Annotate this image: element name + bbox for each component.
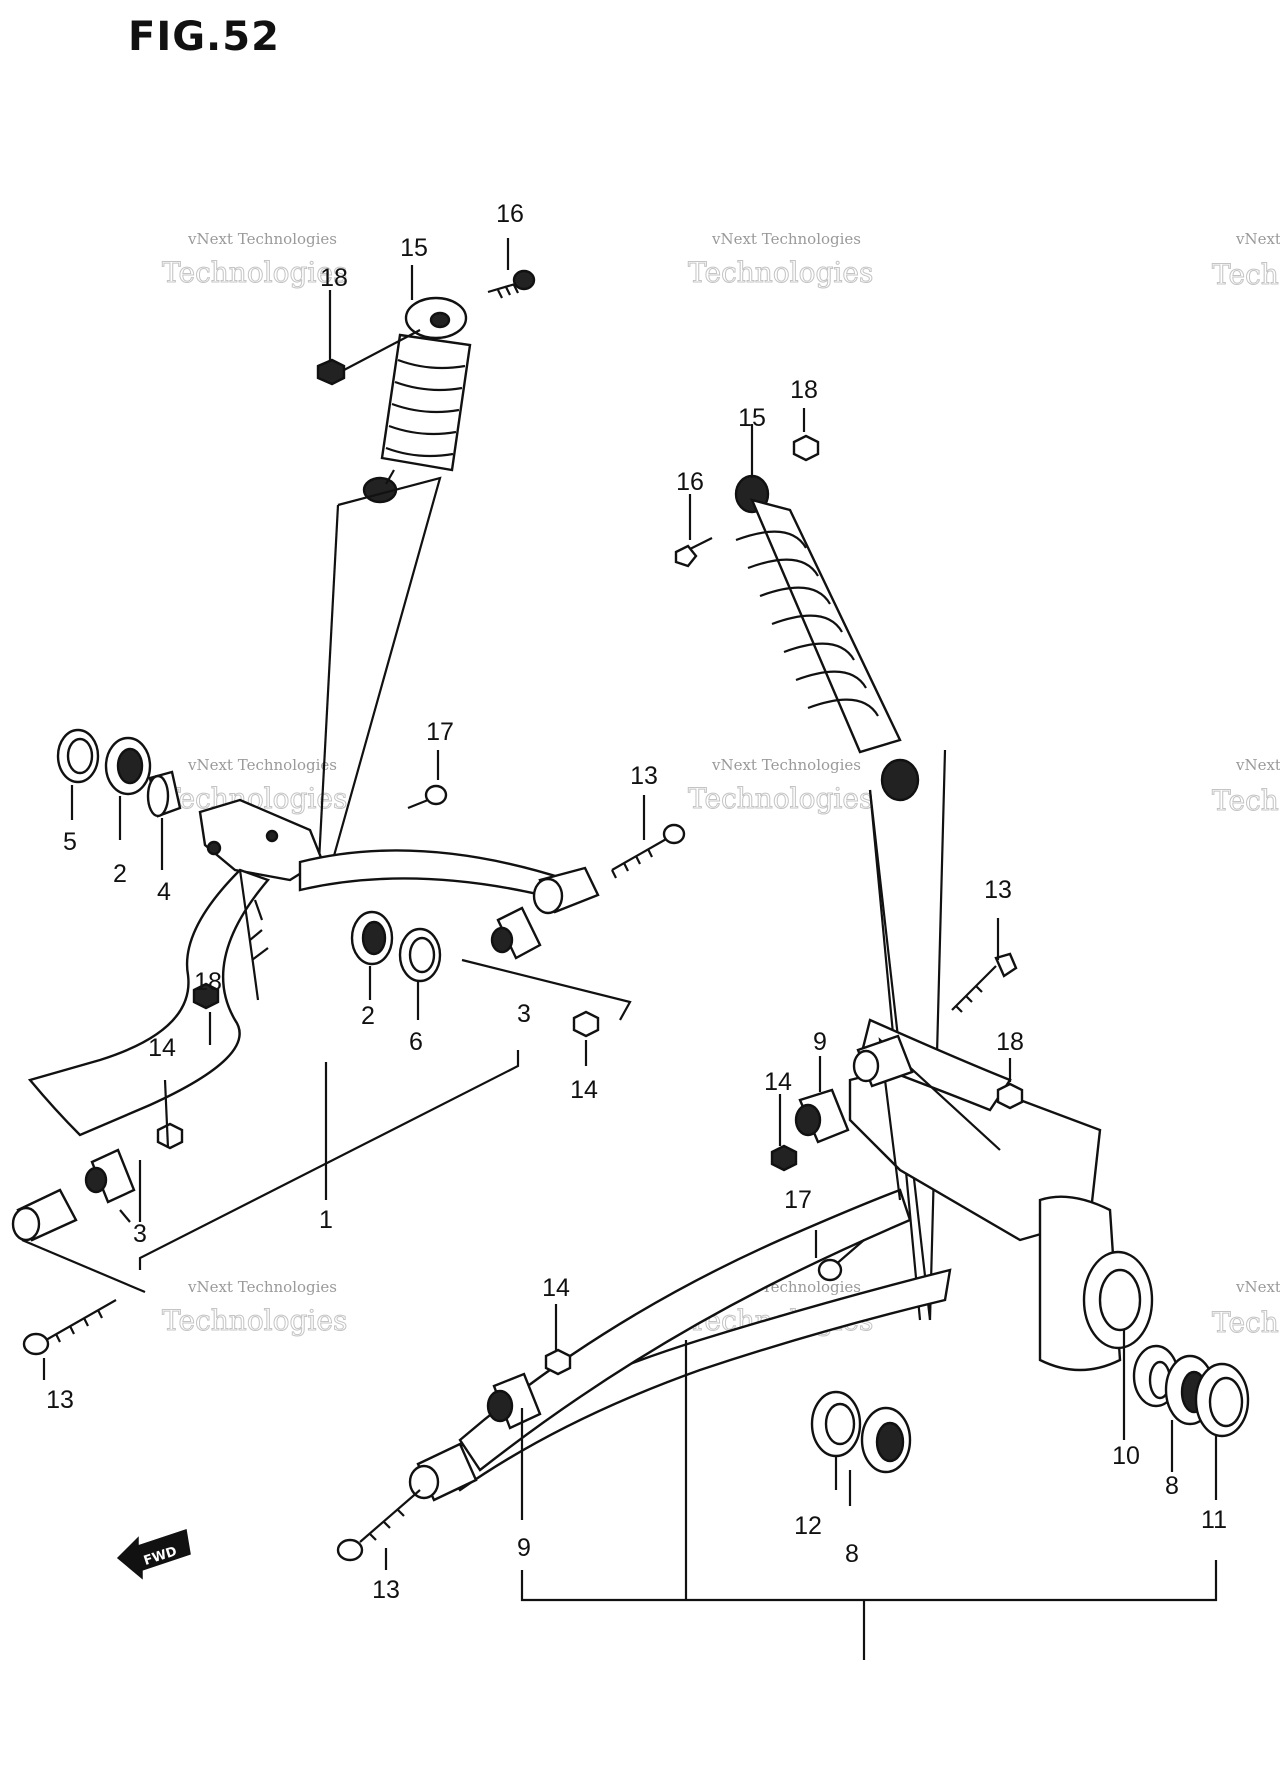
callouts: 5 2 4 18 2 6 3 14 14 3 1 13 18 15 16 17 …: [46, 200, 1227, 1604]
right-lower-arm: [438, 1018, 1154, 1492]
guide-line: [21, 1238, 146, 1294]
callout-10: 10: [1112, 1442, 1140, 1470]
watermark-outline: Technologies: [162, 256, 347, 289]
callout-12: 12: [794, 1512, 822, 1540]
callout-1: 1: [319, 1206, 333, 1234]
watermark-corner: Tech: [1212, 258, 1279, 291]
bushing-3-upper: [490, 906, 542, 960]
left-arm-bushing-tube: [11, 866, 600, 1242]
callout-18: 18: [996, 1028, 1024, 1056]
bracket-line: [520, 1560, 1218, 1602]
callout-16: 16: [496, 200, 524, 228]
guide-line: [461, 958, 632, 1021]
callout-13: 13: [984, 876, 1012, 904]
callout-8: 8: [845, 1540, 859, 1568]
leader-lines: [42, 238, 1218, 1570]
right-shock-absorber: [734, 474, 920, 802]
watermark-corner: vNext: [1235, 756, 1280, 774]
guide-line: [928, 749, 947, 1321]
watermark-text: vNext Technologies: [187, 756, 337, 774]
right-hub-bearings: [810, 1344, 1250, 1474]
callout-3: 3: [517, 1000, 531, 1028]
callout-13: 13: [372, 1576, 400, 1604]
bushing-3-lower: [84, 1148, 136, 1204]
watermark-text: vNext Technologies: [711, 756, 861, 774]
fwd-arrow: FWD: [116, 1529, 191, 1580]
callout-14: 14: [148, 1034, 176, 1062]
figure-title: FIG.52: [128, 14, 280, 60]
seal-6: [398, 927, 442, 983]
callout-11: 11: [1201, 1506, 1227, 1534]
callout-14: 14: [570, 1076, 598, 1104]
left-shock-absorber: [362, 296, 472, 504]
right-shock-hardware: [674, 434, 820, 568]
watermark-outline: Technologies: [688, 256, 873, 289]
callout-5: 5: [63, 828, 77, 856]
callout-17: 17: [426, 718, 454, 746]
callout-13: 13: [46, 1386, 74, 1414]
bracket-line: [138, 1050, 520, 1270]
right-bolts: [336, 952, 1018, 1562]
watermark-corner: Tech: [1212, 784, 1279, 817]
right-nuts: [544, 1082, 1024, 1376]
watermark-text: vNext Technologies: [187, 1278, 337, 1296]
guide-line: [316, 504, 340, 881]
watermark-outline: Technologies: [162, 1304, 347, 1337]
watermark-corner: vNext: [1235, 1278, 1280, 1296]
callout-16: 16: [676, 468, 704, 496]
callout-3: 3: [133, 1220, 147, 1248]
callout-4: 4: [157, 878, 171, 906]
watermark-corner: vNext: [1235, 230, 1280, 248]
callout-9: 9: [517, 1534, 531, 1562]
callout-2: 2: [113, 860, 127, 888]
watermark-corner: Tech: [1212, 1306, 1279, 1339]
watermark-text: vNext Technologies: [711, 230, 861, 248]
callout-18: 18: [790, 376, 818, 404]
callout-15: 15: [400, 234, 428, 262]
watermarks: vNext Technologies Technologies vNext Te…: [162, 230, 1280, 1340]
bearing-2-upper: [104, 736, 152, 796]
callout-8: 8: [1165, 1472, 1179, 1500]
right-arm-end-tube: [408, 1034, 914, 1502]
callout-14: 14: [764, 1068, 792, 1096]
left-bolts: [22, 784, 686, 1356]
callout-17: 17: [784, 1186, 812, 1214]
callout-9: 9: [813, 1028, 827, 1056]
callout-6: 6: [409, 1028, 423, 1056]
right-bushings: [486, 1088, 850, 1430]
spacer-4: [146, 770, 182, 818]
callout-18: 18: [320, 264, 348, 292]
callout-2: 2: [361, 1002, 375, 1030]
left-upper-arm: [27, 798, 572, 1137]
bearing-2-lower: [350, 910, 394, 966]
watermark-text: vNext Technologies: [187, 230, 337, 248]
guide-line: [328, 476, 442, 871]
left-nuts: [156, 982, 600, 1150]
watermark-outline: Technologies: [688, 782, 873, 815]
callout-13: 13: [630, 762, 658, 790]
left-shock-hardware: [316, 269, 536, 386]
seal-5: [56, 728, 100, 784]
callout-14: 14: [542, 1274, 570, 1302]
callout-18: 18: [194, 968, 222, 996]
callout-15: 15: [738, 404, 766, 432]
